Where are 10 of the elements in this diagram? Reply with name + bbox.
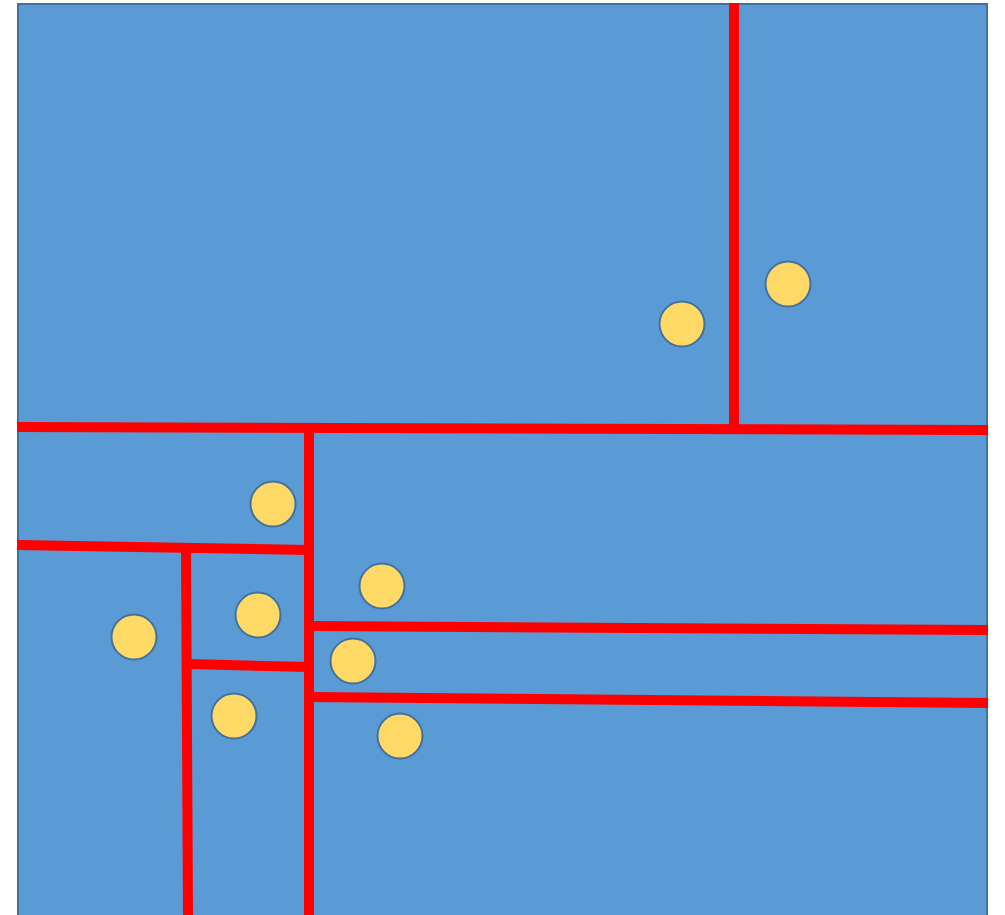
region-background [17, 3, 988, 915]
point-circle [329, 637, 377, 685]
point-circle [249, 480, 297, 528]
point-circle [210, 692, 258, 740]
point-circle [376, 712, 424, 760]
point-circle [234, 591, 282, 639]
point-circle [658, 300, 706, 348]
point-circle [358, 562, 406, 610]
point-circle [764, 260, 812, 308]
point-circle [110, 613, 158, 661]
